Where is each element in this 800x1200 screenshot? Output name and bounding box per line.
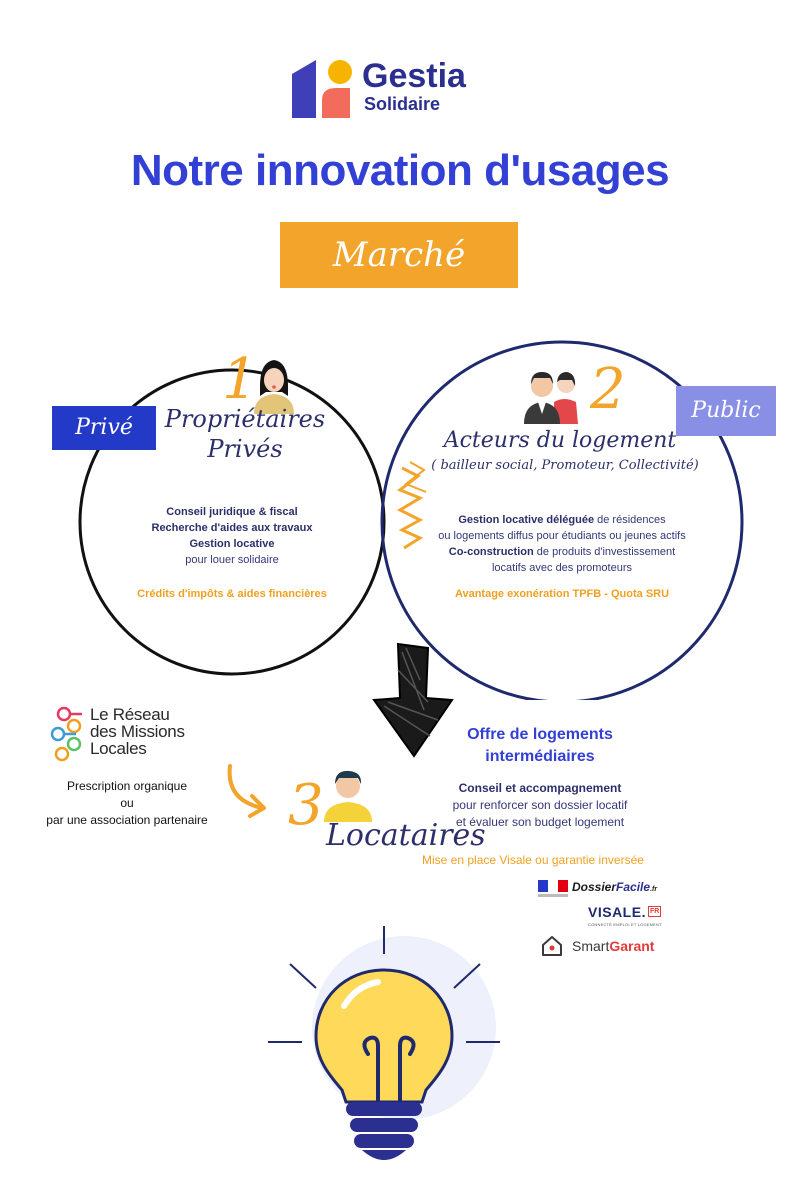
- prescription-line-2: ou: [120, 796, 134, 810]
- left-service-2: Recherche d'aides aux travaux: [151, 522, 313, 534]
- right-subheading: ( bailleur social, Promoteur, Collectivi…: [431, 458, 699, 473]
- left-benefit: Crédits d'impôts & aides financières: [137, 588, 327, 600]
- right-service-1: Gestion locative déléguée de résidences: [412, 512, 712, 528]
- down-arrow-icon: [372, 642, 454, 758]
- right-service-3-bold: Co-construction: [448, 546, 534, 558]
- tag-prive-label: Privé: [75, 415, 133, 440]
- visale-subtext: CONNECTÉ EMPLOI ET LOGEMENT: [588, 922, 662, 927]
- tenants-label: Locataires: [326, 818, 486, 853]
- number-3: 3: [288, 773, 324, 838]
- dossierfacile-logo: DossierFacile.fr: [538, 878, 668, 900]
- right-services: Gestion locative déléguée de résidences …: [412, 512, 712, 602]
- dossierfacile-part-a: Dossier: [572, 880, 617, 894]
- missions-line-3: Locales: [90, 739, 147, 758]
- dossierfacile-part-c: .fr: [650, 886, 658, 893]
- dossierfacile-part-b: Facile: [616, 880, 651, 894]
- right-service-2: ou logements diffus pour étudiants ou je…: [438, 530, 686, 542]
- visale-badge: FR: [648, 906, 662, 917]
- left-service-1: Conseil juridique & fiscal: [166, 506, 298, 518]
- right-benefit: Avantage exonération TPFB - Quota SRU: [454, 588, 670, 600]
- dossierfacile-text: DossierFacile.fr: [572, 880, 657, 894]
- market-band: Marché locatif: [280, 222, 518, 341]
- missions-line-1: Le Réseau: [90, 705, 170, 724]
- number-2: 2: [590, 357, 626, 422]
- offer-block: Offre de logements intermédiaires: [420, 724, 660, 768]
- support-line-2: et évaluer son budget logement: [455, 815, 625, 829]
- smartgarant-part-a: Smart: [572, 938, 610, 954]
- brand-sub: Solidaire: [364, 94, 441, 114]
- right-service-1-rest: de résidences: [594, 514, 666, 526]
- support-block: Conseil et accompagnement pour renforcer…: [420, 780, 660, 831]
- right-service-1-bold: Gestion locative déléguée: [458, 514, 595, 526]
- smartgarant-text: SmartGarant: [572, 938, 654, 954]
- support-title: Conseil et accompagnement: [458, 781, 622, 795]
- right-service-4: locatifs avec des promoteurs: [491, 562, 632, 574]
- actors-avatar-icon: [524, 372, 578, 424]
- offer-line-2: intermédiaires: [485, 748, 595, 765]
- tag-prive: Privé: [52, 406, 156, 450]
- missions-locales-logo-icon: [50, 706, 82, 762]
- left-heading: Propriétaires Privés: [160, 404, 330, 464]
- market-band-label: Marché locatif: [332, 235, 466, 341]
- tag-public: Public: [676, 386, 776, 436]
- smartgarant-logo: SmartGarant: [540, 934, 670, 960]
- missions-line-2: des Missions: [90, 722, 185, 741]
- brand-name: Gestia: [362, 57, 466, 95]
- tenant-avatar-icon: [324, 770, 372, 822]
- page-title: Notre innovation d'usages: [130, 146, 670, 195]
- tag-public-label: Public: [691, 398, 761, 423]
- gestia-logo-icon: [292, 60, 352, 118]
- prescription-line-1: Prescription organique: [66, 779, 188, 793]
- offer-line-1: Offre de logements: [467, 726, 613, 743]
- left-heading-line1: Propriétaires: [164, 405, 326, 433]
- venn-diagram: [78, 340, 744, 700]
- support-line-1: pour renforcer son dossier locatif: [452, 798, 628, 812]
- visale-text: VISALE.: [588, 904, 646, 920]
- missions-locales-text: Le Réseau des Missions Locales: [90, 706, 185, 757]
- curved-arrow-icon: [227, 764, 266, 818]
- visale-logo: VISALE. FR CONNECTÉ EMPLOI ET LOGEMENT: [588, 904, 668, 932]
- left-services: Conseil juridique & fiscal Recherche d'a…: [112, 504, 352, 602]
- right-service-3: Co-construction de produits d'investisse…: [412, 544, 712, 560]
- right-heading: Acteurs du logement: [443, 428, 677, 453]
- left-service-4: pour louer solidaire: [185, 554, 279, 566]
- right-service-3-rest: de produits d'investissement: [533, 546, 676, 558]
- number-1: 1: [222, 347, 258, 412]
- owner-avatar-icon: [254, 360, 294, 414]
- house-icon: [542, 936, 562, 956]
- smartgarant-part-b: Garant: [609, 938, 655, 954]
- republique-flag-icon: [538, 880, 568, 897]
- left-service-3: Gestion locative: [189, 538, 275, 550]
- left-heading-line2: Privés: [207, 435, 283, 463]
- prescription-text: Prescription organique ou par une associ…: [22, 778, 232, 829]
- lightbulb-icon: [268, 926, 500, 1160]
- visale-note: Mise en place Visale ou garantie inversé…: [422, 853, 644, 867]
- prescription-line-3: par une association partenaire: [46, 813, 208, 827]
- brand-logo: Gestia Solidaire: [290, 56, 490, 120]
